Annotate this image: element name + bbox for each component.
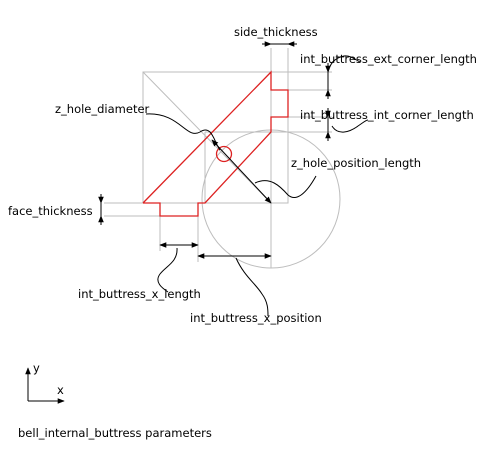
- z-hole-position-arrow: [211, 139, 272, 204]
- label-int-corner-length: int_buttress_int_corner_length: [300, 108, 474, 122]
- y-axis-label: y: [33, 361, 40, 375]
- diagram-caption: bell_internal_buttress parameters: [18, 426, 212, 440]
- label-z-hole-position-length: z_hole_position_length: [291, 156, 421, 170]
- x-axis-label: x: [57, 383, 64, 397]
- label-side-thickness: side_thickness: [234, 25, 318, 39]
- buttress-profile: [142, 70, 289, 217]
- leaders: [145, 55, 369, 317]
- label-ext-corner-length: int_buttress_ext_corner_length: [300, 52, 477, 66]
- labels: side_thickness int_buttress_ext_corner_l…: [8, 25, 477, 325]
- z-hole-position-leader: [254, 175, 317, 199]
- x-position-leader: [235, 257, 269, 317]
- label-x-position: int_buttress_x_position: [190, 311, 322, 325]
- ext-corner-leader: [327, 55, 361, 73]
- x-length-leader: [157, 247, 178, 293]
- label-z-hole-diameter: z_hole_diameter: [55, 102, 150, 116]
- int-corner-leader: [331, 119, 369, 133]
- label-x-length: int_buttress_x_length: [78, 287, 201, 301]
- axis-indicator: y x: [25, 361, 65, 404]
- dimensions: [98, 41, 331, 259]
- z-hole-diameter-leader: [145, 113, 221, 151]
- label-face-thickness: face_thickness: [8, 204, 93, 218]
